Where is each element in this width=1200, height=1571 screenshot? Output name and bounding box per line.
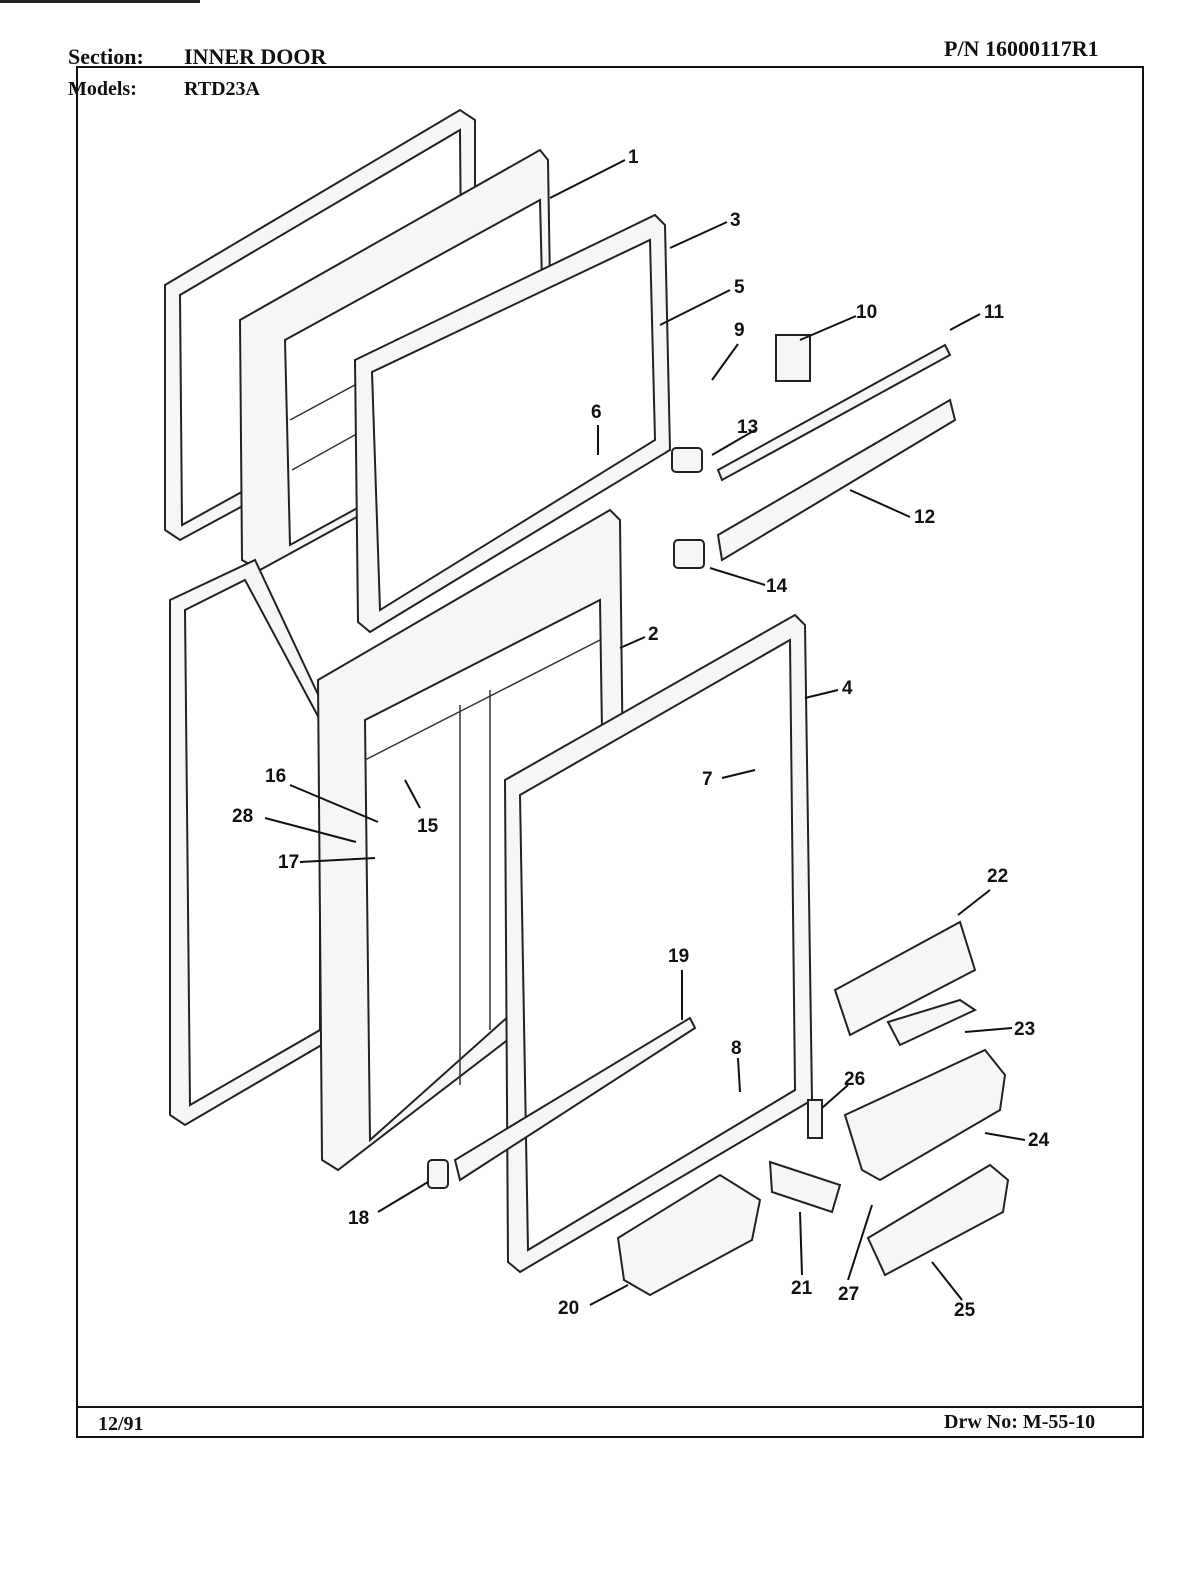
callout-10: 10	[856, 302, 877, 323]
models-value: RTD23A	[184, 78, 260, 100]
callout-8: 8	[731, 1038, 742, 1059]
callout-1: 1	[628, 147, 639, 168]
models-label: Models:	[68, 78, 137, 100]
top-rule	[0, 0, 200, 3]
leader-lines	[264, 159, 1026, 1306]
callout-27: 27	[838, 1284, 859, 1305]
door-bins	[616, 920, 1010, 1297]
callout-labels: 1 2 3 4 5 6 7 8 9 10 11 12 13 14 15 16 1…	[232, 147, 1050, 1321]
callout-3: 3	[730, 210, 741, 231]
callout-26: 26	[844, 1069, 865, 1090]
footer-date: 12/91	[98, 1413, 144, 1435]
lower-door-outer-panel	[169, 558, 331, 1127]
callout-23: 23	[1014, 1019, 1035, 1040]
section-label: Section:	[68, 44, 144, 69]
callout-2: 2	[648, 624, 659, 645]
diagram-frame	[76, 66, 1144, 1438]
callout-13: 13	[737, 417, 758, 438]
callout-5: 5	[734, 277, 745, 298]
footer-divider	[76, 1406, 1144, 1408]
callout-11: 11	[984, 302, 1005, 323]
lower-door-gasket	[503, 613, 814, 1274]
callout-12: 12	[914, 507, 935, 528]
callout-25: 25	[954, 1300, 976, 1321]
upper-door-gasket	[353, 213, 672, 634]
callout-17: 17	[278, 852, 299, 873]
callout-4: 4	[842, 678, 853, 699]
callout-28: 28	[232, 806, 253, 827]
callout-15: 15	[417, 816, 439, 837]
callout-24: 24	[1028, 1130, 1050, 1151]
section-value: INNER DOOR	[184, 44, 327, 69]
shelf-bars	[453, 343, 957, 1182]
drawing-number: Drw No: M-55-10	[944, 1411, 1096, 1433]
callout-16: 16	[265, 766, 286, 787]
callout-18: 18	[348, 1208, 369, 1229]
callout-14: 14	[766, 576, 788, 597]
end-caps	[427, 334, 823, 1189]
callout-20: 20	[558, 1298, 579, 1319]
callout-6: 6	[591, 402, 602, 423]
callout-9: 9	[734, 320, 745, 341]
part-number: P/N 16000117R1	[944, 36, 1099, 61]
callout-21: 21	[791, 1278, 813, 1299]
callout-19: 19	[668, 946, 689, 967]
callout-22: 22	[987, 866, 1008, 887]
callout-7: 7	[702, 769, 713, 790]
